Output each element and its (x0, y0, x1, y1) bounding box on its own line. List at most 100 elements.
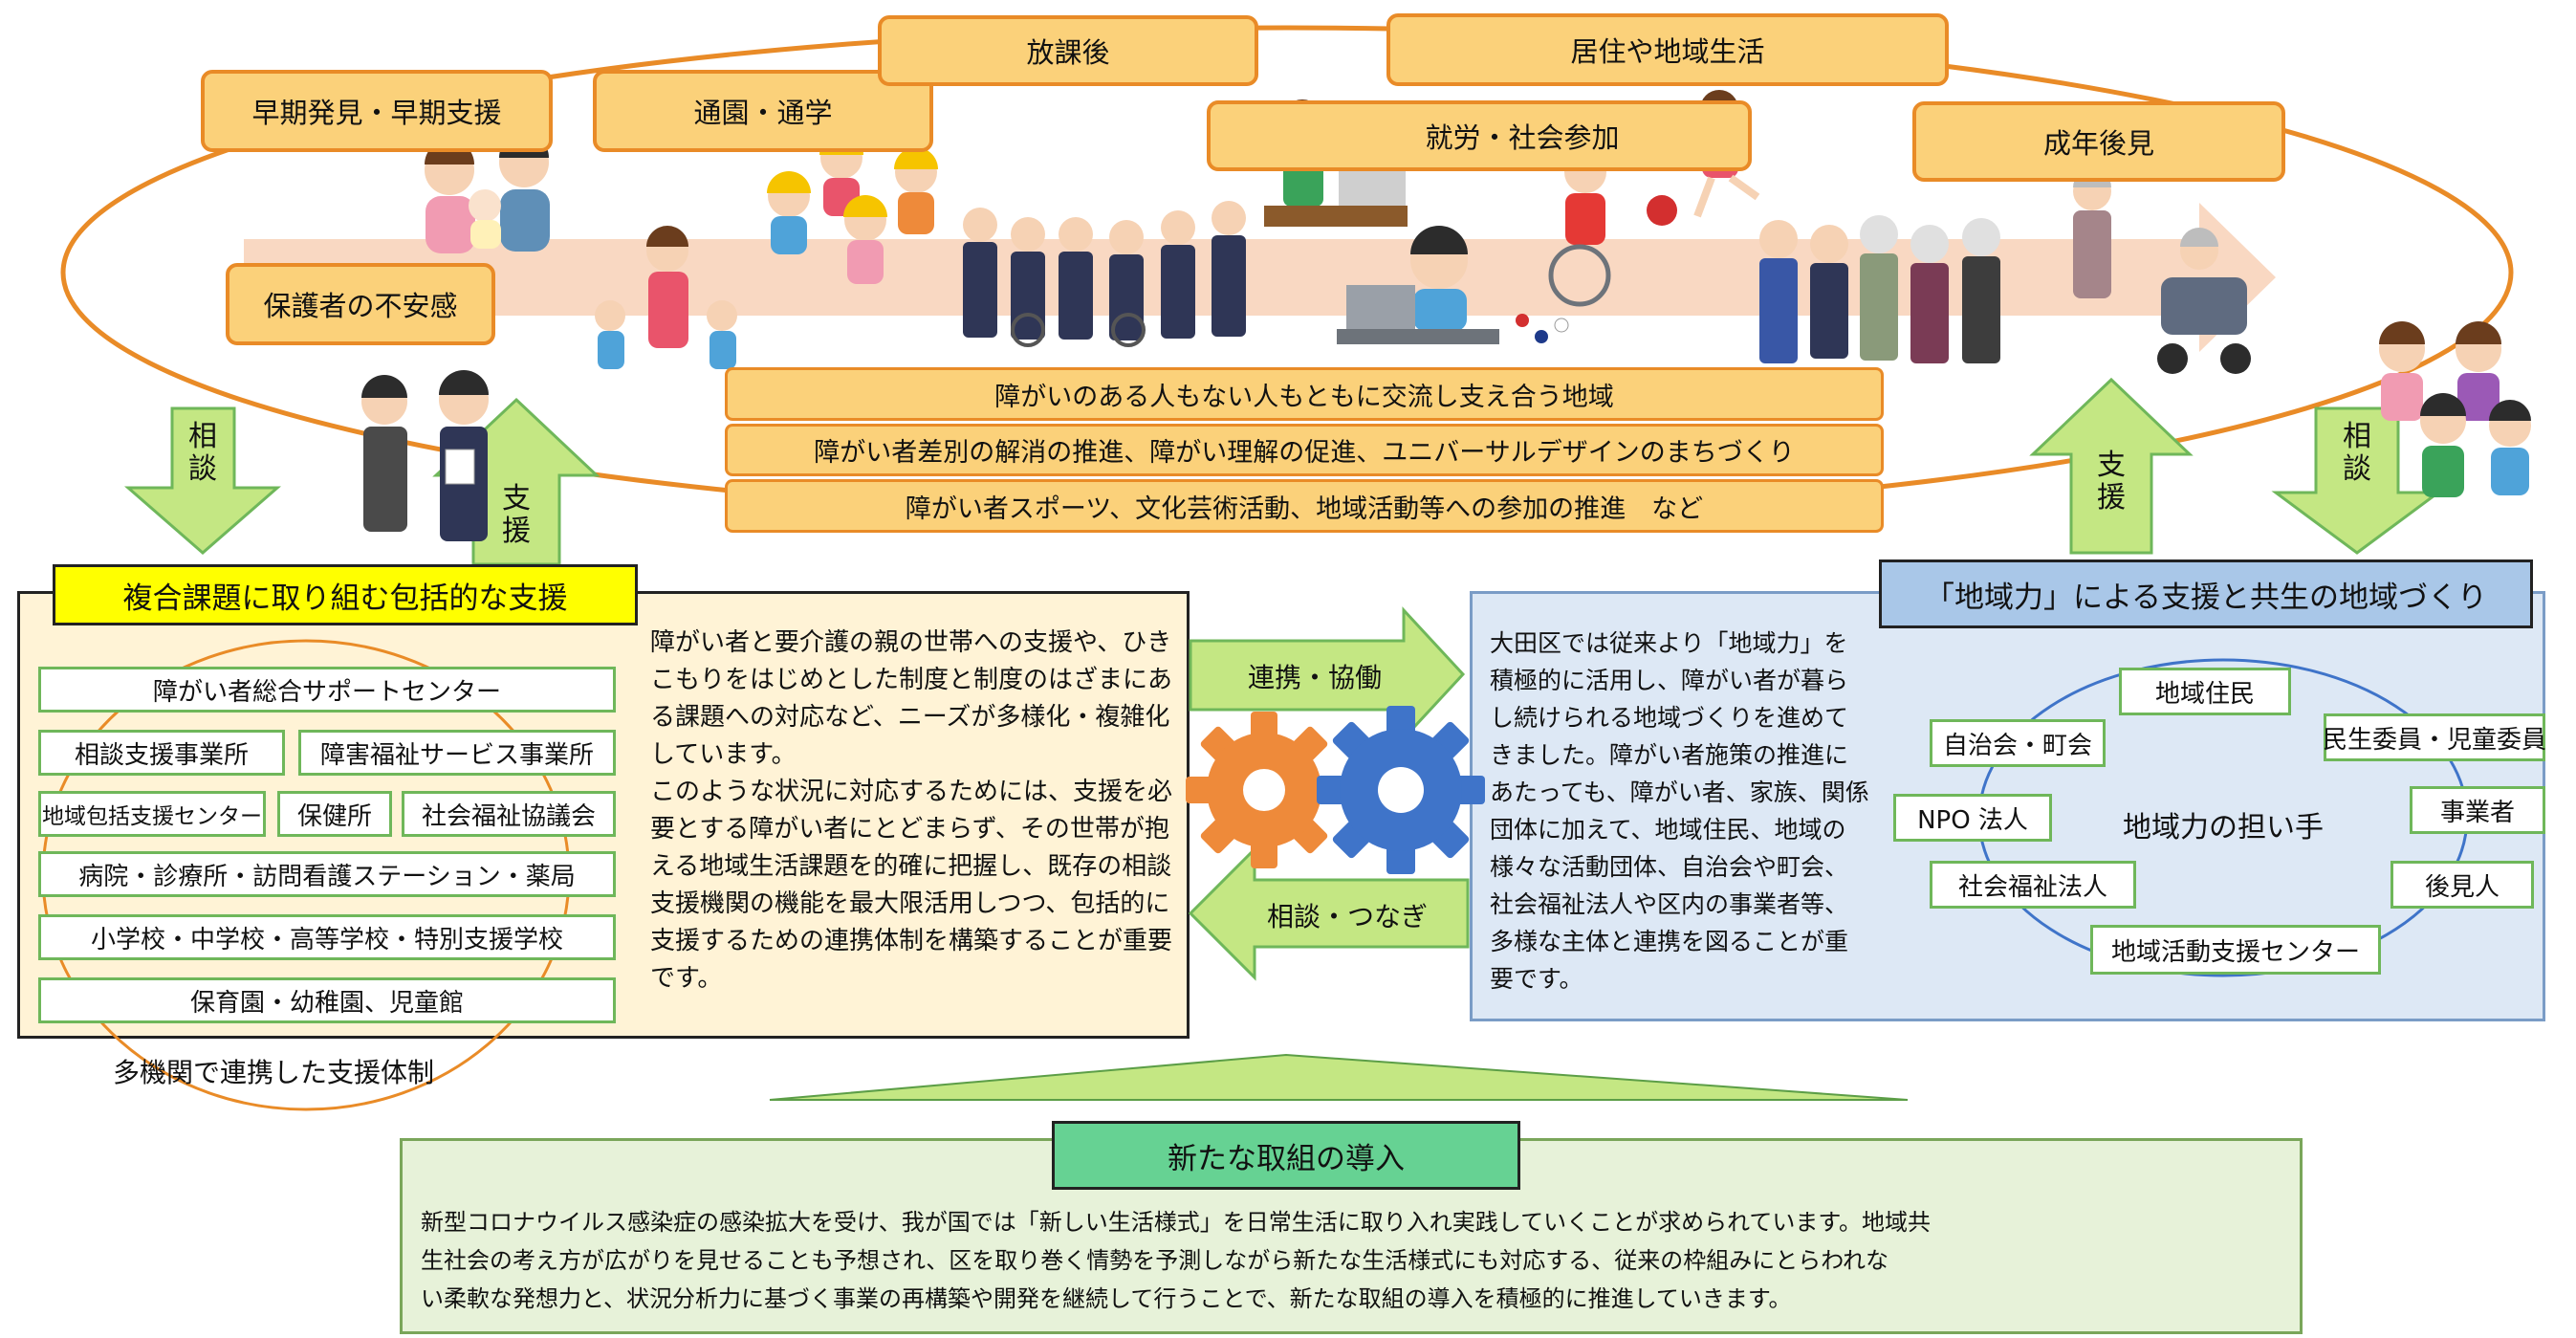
stage-school: 通園・通学 (593, 70, 933, 152)
actor-welfare-corp: 社会福祉法人 (1930, 861, 2136, 909)
actor-guardian: 後見人 (2390, 861, 2534, 909)
center-line: る課題への対応など、ニーズが多様化・複雑化 (650, 703, 1170, 732)
arrow-right-consult-label: 相談 (2343, 420, 2371, 486)
center-line: 障がい者と要介護の親の世帯への支援や、ひき (650, 628, 1172, 657)
center-line: 支援するための連携体制を構築することが重要 (650, 927, 1173, 955)
bottom-line: 生社会の考え方が広がりを見せることも予想され、区を取り巻く情勢を予測しながら新た… (421, 1247, 1889, 1274)
right-line: 積極的に活用し、障がい者が暮ら (1490, 667, 1849, 694)
actor-npo: NPO 法人 (1893, 794, 2052, 842)
agency-schools: 小学校・中学校・高等学校・特別支援学校 (38, 914, 616, 960)
center-description: 障がい者と要介護の親の世帯への支援や、ひき こもりをはじめとした制度と制度のはざ… (650, 625, 1181, 998)
actor-neighborhood-label: 自治会・町会 (1942, 731, 2092, 760)
actors-center-label: 地域力の担い手 (2123, 811, 2324, 844)
arrow-cooperation-label: 連携・協働 (1248, 662, 1383, 693)
bottom-line: 新型コロナウイルス感染症の感染拡大を受け、我が国では「新しい生活様式」を日常生活… (421, 1209, 1931, 1236)
computer-worker-illustration (1337, 226, 1499, 344)
agency-social-welfare-council: 社会福祉協議会 (402, 791, 616, 837)
right-line: 社会福祉法人や区内の事業者等、 (1490, 890, 1849, 918)
center-line: このような状況に対応するためには、支援を必 (650, 778, 1173, 806)
arrow-right-support-label: 支援 (2097, 449, 2126, 515)
actor-npo-label: NPO 法人 (1917, 805, 2028, 835)
arrow-consult-connect (1188, 845, 1470, 981)
stage-guardianship-label: 成年後見 (2042, 127, 2154, 160)
actor-business-label: 事業者 (2439, 798, 2515, 827)
arrow-up-right-support (2029, 377, 2194, 555)
right-line: し続けられる地域づくりを進めて (1490, 704, 1849, 732)
right-line: 大田区では従来より「地域力」を (1490, 629, 1848, 657)
agency-community-center: 地域包括支援センター (38, 791, 266, 837)
agency-consult-office-label: 相談支援事業所 (74, 740, 249, 770)
arrow-left-support-label: 支援 (502, 482, 531, 548)
stage-school-label: 通園・通学 (693, 97, 833, 129)
left-panel-title: 複合課題に取り組む包括的な支援 (53, 564, 638, 625)
agency-schools-label: 小学校・中学校・高等学校・特別支援学校 (90, 925, 563, 954)
right-panel-title-text: 「地域力」による支援と共生の地域づくり (1924, 580, 2488, 615)
community-band-2: 障がい者差別の解消の推進、障がい理解の促進、ユニバーサルデザインのまちづくり (725, 424, 1884, 476)
students-illustration (963, 201, 1246, 347)
right-line: きました。障がい者施策の推進に (1490, 741, 1849, 769)
right-line: あたっても、障がい者、家族、関係 (1490, 779, 1869, 806)
community-band-1-label: 障がいのある人もない人もともに交流し支え合う地域 (994, 382, 1614, 412)
mother-children-illustration (595, 226, 737, 369)
actor-activity-center: 地域活動支援センター (2090, 925, 2381, 975)
agency-support-center: 障がい者総合サポートセンター (38, 667, 616, 713)
bottom-panel-title: 新たな取組の導入 (1052, 1121, 1520, 1190)
center-line: こもりをはじめとした制度と制度のはざまにあ (650, 666, 1173, 694)
center-line: 支援機関の機能を最大限活用しつつ、包括的に (650, 889, 1170, 918)
arrow-consult-connect-label: 相談・つなぎ (1267, 901, 1429, 932)
agency-support-center-label: 障がい者総合サポートセンター (152, 677, 501, 707)
center-line: える地域生活課題を的確に把握し、既存の相談 (650, 852, 1172, 881)
right-line: 団体に加えて、地域住民、地域の (1490, 816, 1846, 844)
agency-nursery-label: 保育園・幼稚園、児童館 (189, 988, 464, 1018)
agency-consult-office: 相談支援事業所 (38, 730, 285, 776)
agency-medical-label: 病院・診療所・訪問看護ステーション・薬局 (78, 862, 576, 891)
agency-health-center: 保健所 (277, 791, 392, 837)
actor-business: 事業者 (2410, 786, 2545, 834)
stage-after-school: 放課後 (878, 15, 1258, 86)
arrow-left-consult-label: 相談 (188, 420, 217, 486)
agency-social-welfare-council-label: 社会福祉協議会 (421, 801, 596, 831)
stage-after-school-label: 放課後 (1026, 36, 1110, 69)
community-band-3-label: 障がい者スポーツ、文化芸術活動、地域活動等への参加の推進 など (905, 494, 1704, 524)
actor-commissioners: 民生委員・児童委員 (2323, 713, 2547, 761)
stage-early-detection: 早期発見・早期支援 (201, 70, 553, 152)
center-line: しています。 (650, 740, 797, 769)
community-family-illustration (2379, 321, 2531, 497)
stage-parent-anxiety: 保護者の不安感 (226, 263, 495, 345)
bottom-line: い柔軟な発想力と、状況分析力に基づく事業の再構築や開発を継続して行うことで、新た… (421, 1285, 1792, 1312)
agency-medical: 病院・診療所・訪問看護ステーション・薬局 (38, 851, 616, 897)
blue-gear-icon (1317, 706, 1485, 874)
right-line: 様々な活動団体、自治会や町会、 (1490, 853, 1849, 881)
actor-residents: 地域住民 (2119, 668, 2291, 715)
stage-residence: 居住や地域生活 (1386, 13, 1949, 86)
bottom-triangle (769, 1053, 1909, 1101)
center-line: 要とする障がい者にとどまらず、その世帯が抱 (650, 815, 1169, 844)
stage-early-detection-label: 早期発見・早期支援 (251, 97, 502, 129)
actor-neighborhood: 自治会・町会 (1930, 719, 2106, 767)
arrow-down-left-consult (123, 406, 282, 555)
community-band-1: 障がいのある人もない人もともに交流し支え合う地域 (725, 367, 1884, 421)
stage-parent-anxiety-label: 保護者の不安感 (263, 290, 458, 322)
stage-employment-label: 就労・社会参加 (1425, 121, 1620, 154)
adults-illustration (1759, 215, 2000, 363)
right-line: 要です。 (1490, 965, 1583, 993)
stage-employment: 就労・社会参加 (1207, 100, 1752, 171)
stage-guardianship: 成年後見 (1912, 101, 2285, 182)
agency-welfare-service-label: 障害福祉サービス事業所 (319, 740, 594, 770)
consultants-illustration (361, 370, 489, 541)
agency-community-center-label: 地域包括支援センター (42, 804, 262, 829)
right-description: 大田区では従来より「地域力」を 積極的に活用し、障がい者が暮ら し続けられる地域… (1490, 625, 1891, 998)
actor-welfare-corp-label: 社会福祉法人 (1957, 872, 2107, 902)
bottom-description: 新型コロナウイルス感染症の感染拡大を受け、我が国では「新しい生活様式」を日常生活… (421, 1203, 2065, 1318)
actor-activity-center-label: 地域活動支援センター (2110, 937, 2360, 967)
actor-commissioners-label: 民生委員・児童委員 (2323, 725, 2547, 755)
bottom-panel-title-text: 新たな取組の導入 (1168, 1141, 1405, 1176)
actor-residents-label: 地域住民 (2154, 679, 2255, 709)
agency-nursery: 保育園・幼稚園、児童館 (38, 977, 616, 1023)
agency-health-center-label: 保健所 (296, 801, 372, 831)
elderly-illustration (2073, 168, 2251, 374)
agency-welfare-service: 障害福祉サービス事業所 (298, 730, 616, 776)
left-panel-title-text: 複合課題に取り組む包括的な支援 (122, 581, 568, 616)
right-panel-title: 「地域力」による支援と共生の地域づくり (1879, 559, 2533, 628)
